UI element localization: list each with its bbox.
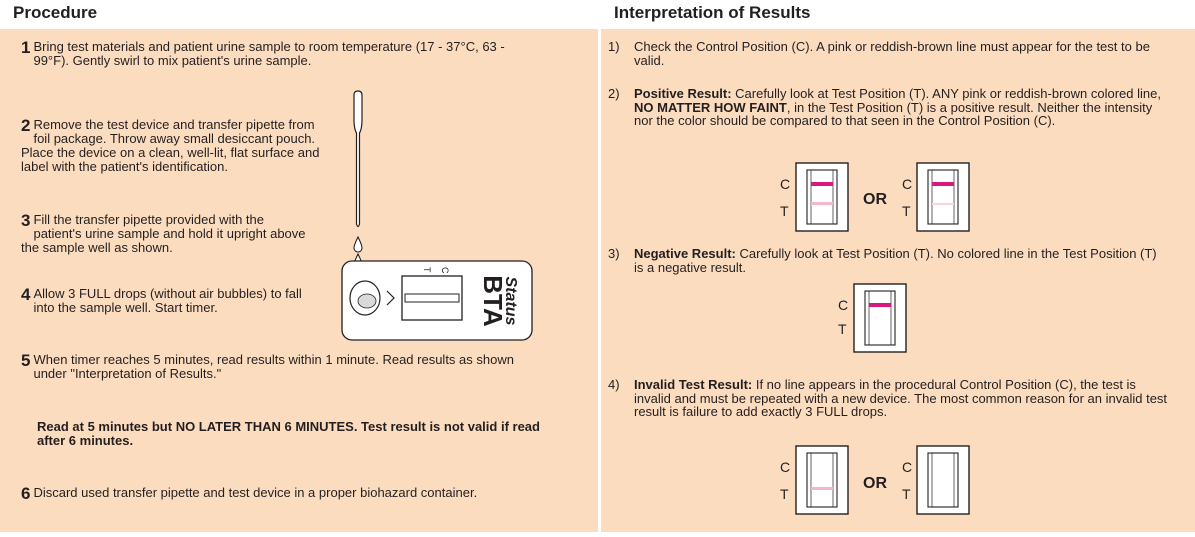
invalid-strip-test-only [795, 445, 849, 515]
pipette-illustration [353, 90, 363, 228]
device-brand: Status [502, 277, 519, 326]
positive-strip-strong [795, 162, 849, 232]
or-label: OR [863, 475, 887, 492]
t-label: T [838, 321, 847, 337]
device-t-label: T [422, 267, 432, 273]
t-label: T [902, 203, 911, 219]
interpretation-item-4: 4) Invalid Test Result: If no line appea… [608, 377, 1168, 420]
t-label: T [780, 203, 789, 219]
c-label: C [780, 176, 791, 192]
positive-strip-faint [916, 162, 970, 232]
c-label: C [902, 459, 913, 475]
t-label: T [780, 486, 789, 502]
procedure-header: Procedure [0, 0, 598, 29]
c-label: C [838, 297, 849, 313]
invalid-strip-no-lines [916, 445, 970, 515]
interpretation-item-2: 2) Positive Result: Carefully look at Te… [608, 86, 1161, 129]
drop-icon [353, 235, 363, 253]
device-illustration: T C BTA Status [341, 90, 533, 341]
or-label: OR [863, 191, 887, 208]
read-time-warning: Read at 5 minutes but NO LATER THAN 6 MI… [37, 419, 540, 448]
interpretation-panel: 1) Check the Control Position (C). A pin… [601, 29, 1195, 532]
negative-strip [853, 283, 907, 353]
device-name: BTA [478, 275, 508, 327]
procedure-title: Procedure [13, 3, 98, 22]
device-c-label: C [440, 267, 450, 274]
interpretation-item-3: 3) Negative Result: Carefully look at Te… [608, 246, 1157, 275]
interpretation-header: Interpretation of Results [598, 0, 1195, 29]
c-label: C [902, 176, 913, 192]
interpretation-item-1: 1) Check the Control Position (C). A pin… [608, 39, 1150, 68]
c-label: C [780, 459, 791, 475]
t-label: T [902, 486, 911, 502]
interpretation-title: Interpretation of Results [614, 3, 811, 22]
